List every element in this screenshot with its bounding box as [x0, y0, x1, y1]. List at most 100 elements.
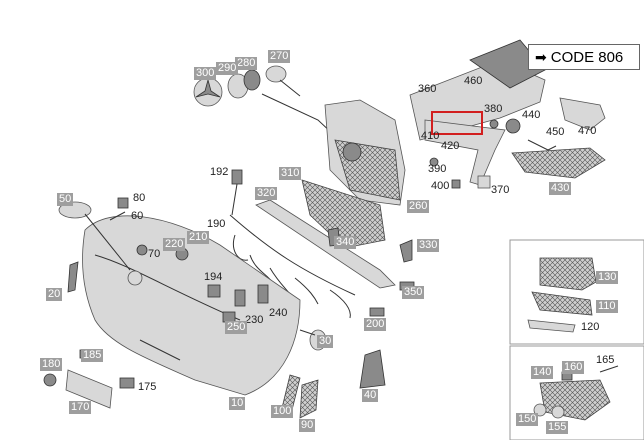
amg-vent-part — [539, 379, 611, 421]
callout-320: 320 — [255, 187, 278, 200]
trim-strip-part — [527, 319, 576, 333]
callout-50: 50 — [57, 193, 74, 206]
screw-part — [429, 157, 439, 167]
callout-194: 194 — [204, 271, 223, 283]
module-part — [234, 289, 246, 307]
mount-part — [477, 175, 491, 189]
callout-170: 170 — [69, 401, 92, 414]
callout-460: 460 — [464, 75, 483, 87]
emblem-bracket-part — [265, 65, 301, 97]
callout-240: 240 — [269, 307, 288, 319]
camera-lead-part — [84, 213, 131, 271]
callout-175: 175 — [138, 381, 157, 393]
callout-390: 390 — [428, 163, 447, 175]
callout-30: 30 — [317, 335, 334, 348]
callout-40: 40 — [362, 389, 379, 402]
amg-ring-b-part — [551, 405, 565, 419]
radiator-grille-part — [324, 99, 406, 206]
callout-140: 140 — [531, 366, 554, 379]
side-vent-part — [511, 147, 606, 179]
plate-clip-part — [43, 373, 57, 387]
callout-250: 250 — [225, 321, 248, 334]
amg-screw-part — [599, 365, 619, 373]
side-flap-part — [299, 379, 319, 419]
callout-80: 80 — [133, 192, 146, 204]
emblem-base-part — [243, 69, 261, 91]
pdc-sensor-part — [136, 244, 148, 256]
callout-230: 230 — [245, 314, 264, 326]
callout-190: 190 — [207, 218, 226, 230]
cover-cap-part — [369, 307, 385, 317]
callout-220: 220 — [163, 238, 186, 251]
fog-frame-part — [539, 257, 597, 291]
inset-panel-code-806 — [509, 239, 644, 345]
bolt-part — [527, 139, 557, 151]
callout-350: 350 — [402, 286, 425, 299]
callout-380: 380 — [484, 103, 503, 115]
right-bracket-part — [559, 97, 606, 131]
sensor-part — [505, 118, 521, 134]
callout-180: 180 — [40, 358, 63, 371]
callout-150: 150 — [516, 413, 539, 426]
callout-165: 165 — [596, 354, 615, 366]
callout-100: 100 — [271, 405, 294, 418]
callout-300: 300 — [194, 67, 217, 80]
callout-360: 360 — [418, 83, 437, 95]
callout-210: 210 — [187, 231, 210, 244]
callout-110: 110 — [596, 300, 618, 313]
callout-430: 430 — [549, 182, 572, 195]
callout-370: 370 — [491, 184, 510, 196]
callout-260: 260 — [407, 200, 430, 213]
code-806-label: ➡ CODE 806 — [528, 44, 640, 70]
side-reflector-part — [67, 261, 79, 293]
retainer-part — [119, 377, 135, 389]
nut-part — [451, 179, 461, 189]
callout-290: 290 — [216, 62, 239, 75]
license-plate-carrier-part — [65, 369, 113, 409]
callout-450: 450 — [546, 126, 565, 138]
callout-90: 90 — [299, 419, 316, 432]
camera-ring-part — [58, 201, 92, 219]
connector-part — [207, 284, 221, 298]
callout-270: 270 — [268, 50, 291, 63]
callout-330: 330 — [417, 239, 440, 252]
side-bracket-part — [399, 239, 413, 263]
support-bracket-part — [424, 119, 506, 186]
callout-192: 192 — [210, 166, 229, 178]
tow-cap-lead-part — [299, 329, 316, 336]
callout-280: 280 — [235, 57, 258, 70]
callout-400: 400 — [431, 180, 450, 192]
callout-20: 20 — [46, 288, 63, 301]
relay-part — [257, 284, 269, 304]
inner-bracket-part — [359, 349, 386, 389]
right-arrow-icon: ➡ — [535, 48, 547, 65]
callout-155: 155 — [546, 421, 569, 434]
bumper-cover-part — [82, 215, 301, 396]
callout-420: 420 — [441, 140, 460, 152]
bumper-carrier-part — [409, 39, 546, 141]
clip-part — [489, 119, 499, 129]
callout-130: 130 — [596, 271, 619, 284]
callout-10: 10 — [229, 397, 246, 410]
highlight-box — [431, 111, 483, 135]
callout-200: 200 — [364, 318, 387, 331]
emblem-star-part — [193, 77, 223, 107]
callout-470: 470 — [578, 125, 597, 137]
callout-120: 120 — [581, 321, 600, 333]
callout-440: 440 — [522, 109, 541, 121]
sensor-holder-part — [117, 197, 129, 209]
callout-70: 70 — [148, 248, 161, 260]
fog-grille-part — [531, 291, 593, 316]
callout-410: 410 — [421, 130, 440, 142]
inset-panel-amg — [509, 345, 644, 440]
spoiler-strip-part — [255, 199, 396, 289]
callout-340: 340 — [334, 236, 357, 249]
callout-310: 310 — [279, 167, 302, 180]
lower-grille-mesh-part — [301, 179, 386, 249]
clip-strip-part — [109, 211, 126, 221]
callout-160: 160 — [562, 361, 585, 374]
callout-60: 60 — [131, 210, 144, 222]
code-text: CODE 806 — [550, 48, 624, 66]
callout-185: 185 — [81, 349, 104, 362]
